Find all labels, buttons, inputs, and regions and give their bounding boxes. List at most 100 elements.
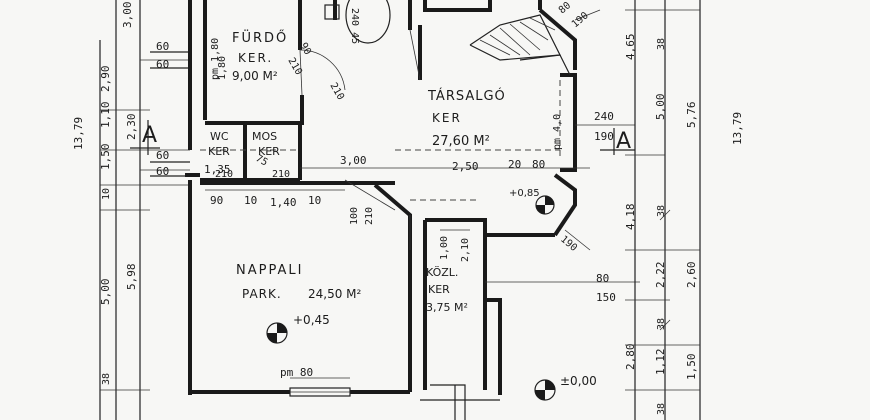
dim-left-v: 1,50 [99, 144, 112, 171]
dim-right-h: 150 [596, 291, 616, 304]
room-label-tarsalgo: TÁRSALGÓ KER 27,60 M² [427, 88, 506, 149]
dim-left-v: 5,00 [99, 279, 112, 306]
dim-row-low: 10 [308, 194, 321, 207]
room-label-wc: WC KER [208, 130, 230, 158]
section-marker-right [600, 128, 635, 155]
dim-left-h: 1,35 [204, 163, 231, 176]
dim-right-v: 38 [656, 205, 667, 217]
dim-opening: pm 1,80 [210, 38, 221, 80]
dim-row-mid: 3,00 [340, 154, 367, 167]
dim-left-v: 2,90 [99, 66, 112, 93]
dim-left-h: 60 [156, 40, 169, 53]
section-label-right: A [616, 129, 631, 154]
dim-left-h: 60 [156, 165, 169, 178]
dim-opening: 210 [215, 169, 233, 180]
window-bottom [289, 387, 351, 397]
dim-opening: 100 [349, 207, 360, 225]
level-marker-nappali [266, 322, 288, 344]
level-label-nappali: +0,45 [293, 313, 330, 327]
dim-left-h: 60 [156, 58, 169, 71]
dim-row-mid: 2,50 [452, 160, 479, 173]
dim-right-v: 38 [656, 38, 667, 50]
room-name: MOS [252, 130, 277, 143]
dim-left-h: 60 [156, 149, 169, 162]
dim-right-v: 1,12 [654, 349, 667, 376]
dim-right-v: 38 [656, 403, 667, 415]
room-name: NAPPALI [236, 263, 303, 278]
dim-opening: 75 [254, 153, 270, 169]
room-area: 24,50 M² [308, 287, 362, 301]
porch [420, 384, 500, 420]
dim-right-v: 5,00 [654, 94, 667, 121]
chimney [324, 4, 340, 20]
dim-right-h: 190 [594, 130, 614, 143]
interior-dimension-lines [205, 9, 640, 379]
dim-opening: 190 [570, 10, 591, 30]
dim-right-v: 5,76 [685, 102, 698, 129]
dim-row-low: 1,40 [270, 196, 297, 209]
dim-row-mid: 80 [532, 158, 545, 171]
dim-opening: 1,00 [439, 236, 450, 260]
dim-opening: 190 [558, 234, 579, 254]
room-type: KER [428, 283, 450, 296]
dim-opening: 210 [272, 169, 290, 180]
dim-right-v: 2,22 [654, 262, 667, 289]
room-name: FÜRDŐ [232, 29, 288, 46]
room-name: KÖZL. [426, 266, 458, 279]
door-swings [299, 29, 470, 250]
room-type: KER [258, 145, 280, 158]
dim-left-v: 1,10 [99, 102, 112, 129]
dim-opening: 210 [327, 81, 346, 102]
section-marker-left [130, 120, 160, 155]
room-name: TÁRSALGÓ [427, 88, 506, 104]
dim-right-v: 2,60 [685, 262, 698, 289]
level-label-porch: ±0,00 [560, 374, 597, 388]
level-marker-porch [534, 379, 556, 401]
dim-right-v: 2,80 [624, 344, 637, 371]
dim-right-h: 80 [596, 272, 609, 285]
section-label-left: A [142, 123, 157, 148]
dim-left-v: 3,00 [121, 2, 134, 29]
staircase [469, 14, 571, 76]
dim-opening: 90 [297, 41, 313, 57]
room-area: 27,60 M² [432, 134, 490, 149]
dim-left-v: 38 [101, 373, 112, 385]
dim-right-v: 4,65 [624, 34, 637, 61]
dim-right-h: 240 [594, 110, 614, 123]
right-dimension-texts: 13,79 4,65 5,00 5,76 4,18 38 2,22 2,60 3… [594, 34, 744, 416]
right-dimension-lines [625, 0, 701, 420]
room-label-kozl: KÖZL. KER 3,75 M² [426, 266, 468, 314]
dim-left-v: 1,80 [217, 56, 228, 80]
top-window-oval [345, 0, 391, 44]
room-label-mos: MOS KER [252, 130, 280, 158]
room-type: PARK. [242, 287, 282, 301]
room-area: 3,75 M² [426, 301, 468, 314]
walls [185, 0, 577, 395]
dim-overall-right: 13,79 [731, 112, 744, 145]
room-type: KER [208, 145, 230, 158]
dim-top-window: 240 45 [349, 8, 360, 44]
dim-opening: pm 4,0 [552, 114, 563, 150]
dim-left-v: 5,98 [125, 264, 138, 291]
dim-right-v: 4,18 [624, 204, 637, 231]
left-dimension-texts: 13,79 3,00 1,80 2,90 2,30 1,10 1,50 10 5… [72, 2, 231, 386]
room-type: KER. [238, 51, 273, 65]
room-label-furdo: FÜRDŐ KER. 9,00 M² [232, 29, 288, 83]
dim-right-v: 1,50 [685, 354, 698, 381]
dim-left-v: 10 [101, 188, 112, 200]
dim-right-v: 38 [656, 318, 667, 330]
dim-opening: 210 [364, 207, 375, 225]
dim-row-low: 10 [244, 194, 257, 207]
dim-overall-left: 13,79 [72, 117, 85, 150]
level-marker-tarsalgo [535, 195, 555, 215]
dim-opening: pm 80 [280, 366, 313, 379]
dim-left-v: 2,30 [125, 114, 138, 141]
dashed-lines [200, 80, 561, 201]
room-label-nappali: NAPPALI PARK. 24,50 M² [236, 263, 362, 301]
dim-opening: 80 [557, 0, 573, 16]
dim-opening: 2,10 [460, 238, 471, 262]
room-name: WC [210, 130, 229, 143]
room-type: KER [432, 111, 462, 125]
